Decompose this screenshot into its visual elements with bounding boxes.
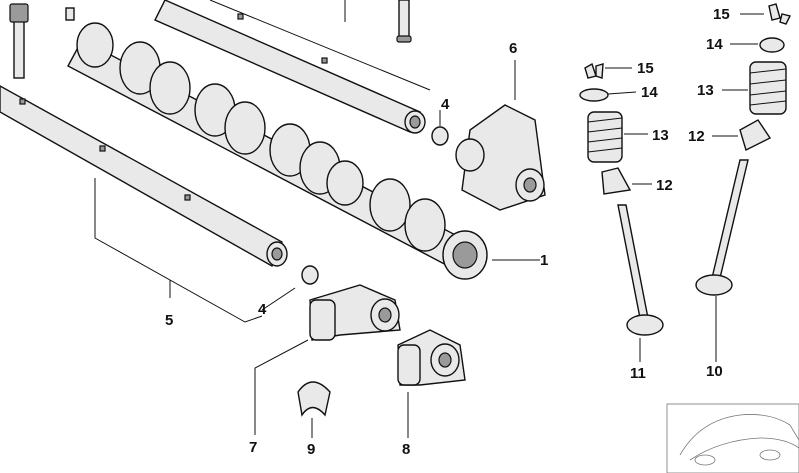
camshaft-icon xyxy=(67,22,488,280)
rocker-arm-icon xyxy=(455,104,546,211)
callout-14-left: 14 xyxy=(641,84,658,101)
rocker-arm-icon xyxy=(309,284,401,341)
valve-icon xyxy=(695,159,749,296)
callout-15-right: 15 xyxy=(713,6,730,23)
callout-6: 6 xyxy=(509,40,517,57)
stem-seal-icon xyxy=(601,167,632,195)
callout-4-bottom: 4 xyxy=(258,301,267,318)
valve-keeper-icon xyxy=(768,3,792,25)
valve-keeper-icon xyxy=(584,62,604,79)
callout-4-top: 4 xyxy=(441,96,450,113)
car-outline-icon xyxy=(666,403,799,473)
leader-lines xyxy=(94,0,764,438)
callout-12-right: 12 xyxy=(688,128,705,145)
valve-spring-icon xyxy=(749,61,787,115)
bolt-icon xyxy=(9,3,29,79)
pin-icon xyxy=(65,7,75,21)
rocker-shaft-icon xyxy=(0,85,288,267)
callout-7: 7 xyxy=(249,439,257,456)
callout-11: 11 xyxy=(630,365,646,382)
callout-1: 1 xyxy=(540,252,548,269)
callout-13-right: 13 xyxy=(697,82,714,99)
callout-15-left: 15 xyxy=(637,60,654,77)
bushing-icon xyxy=(301,265,319,285)
callout-5: 5 xyxy=(165,312,173,329)
valve-icon xyxy=(617,204,664,336)
stem-seal-icon xyxy=(739,119,772,151)
spring-retainer-icon xyxy=(759,37,785,53)
callout-9: 9 xyxy=(307,441,315,458)
callout-8: 8 xyxy=(402,441,410,458)
callout-13-left: 13 xyxy=(652,127,669,144)
bearing-shell-icon xyxy=(297,381,331,417)
spring-retainer-icon xyxy=(579,88,609,102)
callout-14-right: 14 xyxy=(706,36,723,53)
callout-12-left: 12 xyxy=(656,177,673,194)
rocker-arm-icon xyxy=(397,329,466,386)
bolt-icon xyxy=(396,0,412,43)
valve-spring-icon xyxy=(587,111,623,163)
bushing-icon xyxy=(431,126,449,146)
callout-10: 10 xyxy=(706,363,723,380)
rocker-shaft-icon xyxy=(154,0,426,134)
